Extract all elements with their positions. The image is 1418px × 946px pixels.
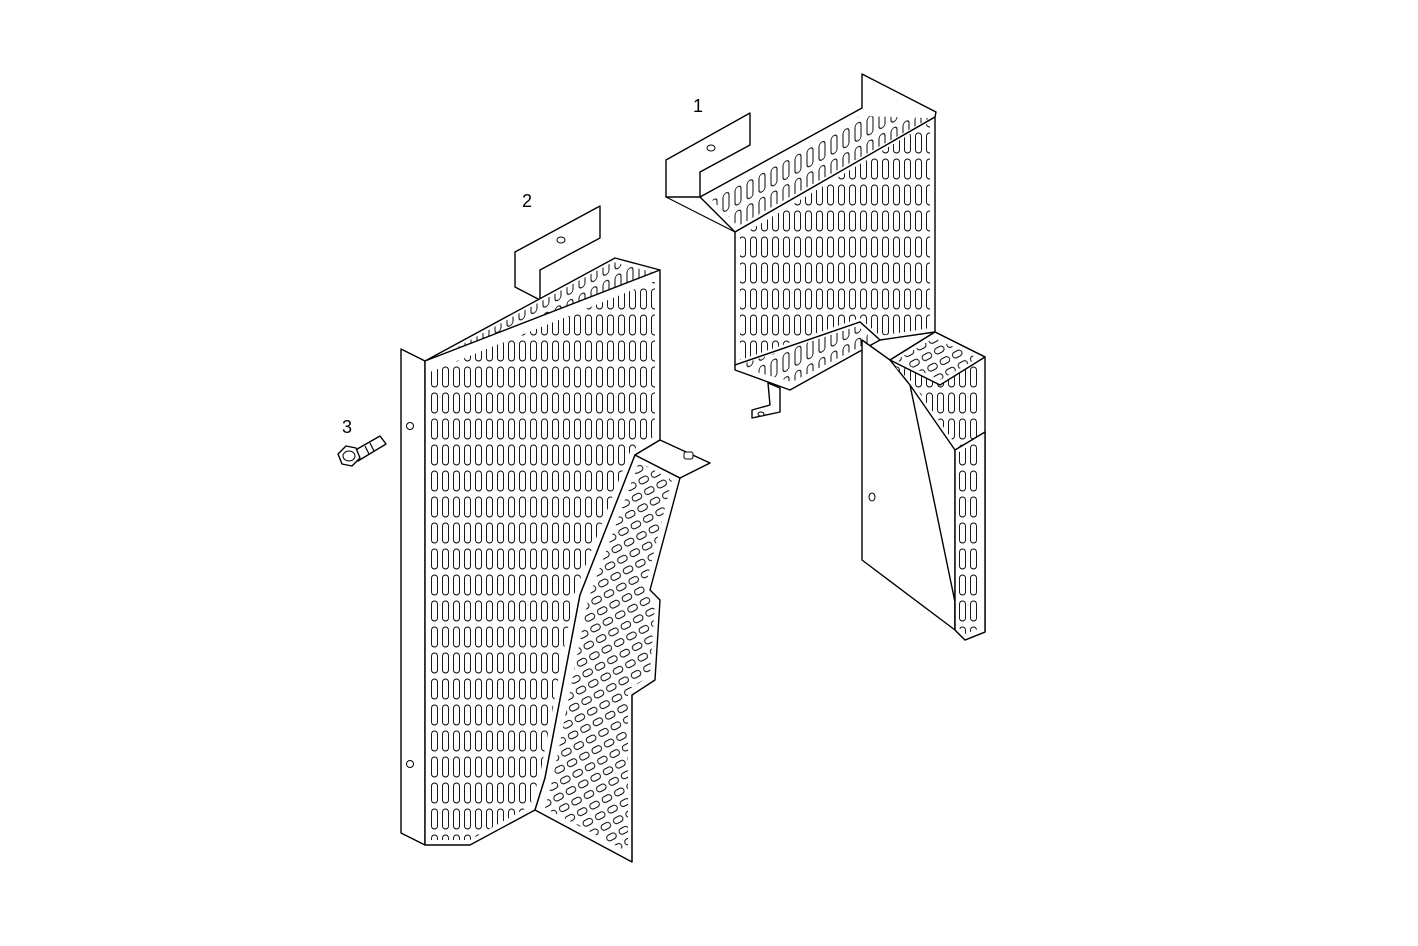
guard-1-bottom-bracket (751, 382, 781, 419)
guard-2-side-tab-slot (683, 451, 694, 460)
guard-2-top-tab (514, 205, 601, 301)
guard-1-bottom-bracket-hole (757, 411, 765, 417)
callout-part-2: 2 (522, 191, 532, 211)
guard-part-1 (665, 73, 986, 641)
guard-2-mount-hole-top (406, 422, 414, 430)
guard-2-tab-hole (556, 236, 566, 244)
guard-1-bracket-hole (706, 144, 716, 152)
bolt-head-face (342, 450, 356, 462)
bolt-part-3 (337, 435, 387, 467)
callout-part-3: 3 (342, 417, 352, 437)
guard-part-2 (400, 205, 711, 863)
guard-1-side-hole (868, 492, 876, 502)
callout-part-1: 1 (693, 96, 703, 116)
guard-2-mount-hole-bottom (406, 760, 414, 768)
